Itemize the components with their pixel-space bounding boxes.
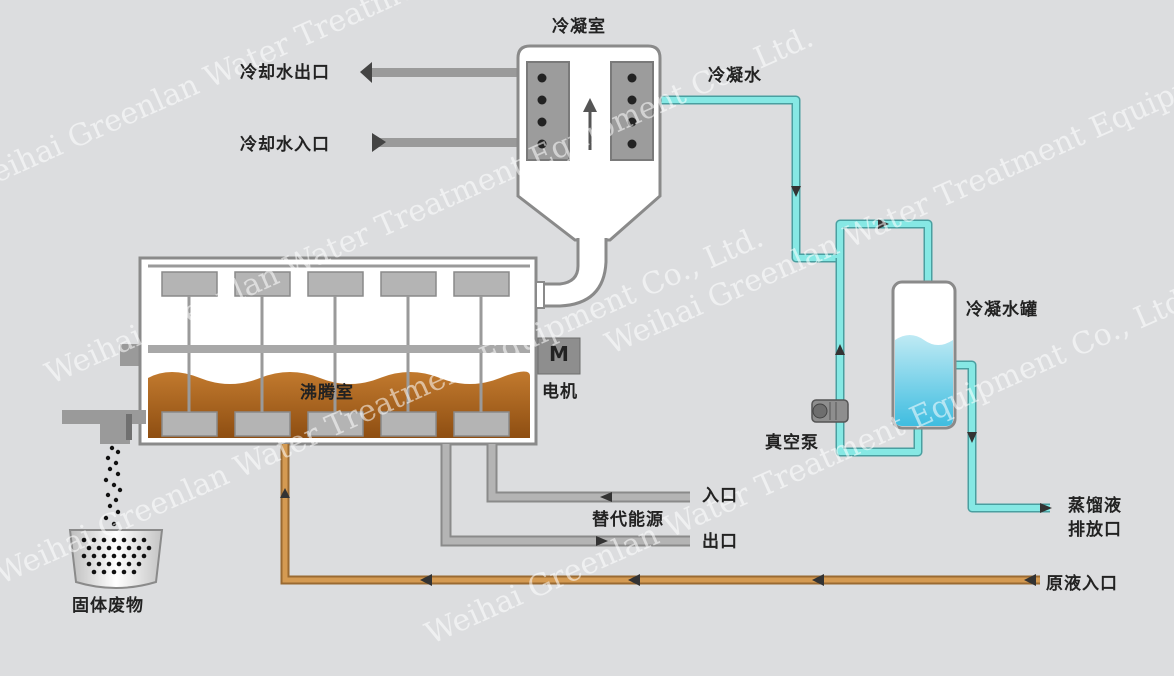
cooling-water-inlet-label: 冷却水入口 — [240, 135, 330, 155]
condensate-tank — [891, 280, 957, 430]
condensate-tank-label: 冷凝水罐 — [966, 300, 1038, 320]
motor-symbol: M — [549, 342, 570, 366]
falling-solids — [103, 445, 123, 527]
solid-waste-bucket — [68, 529, 164, 589]
outlet-label: 出口 — [702, 532, 738, 552]
cooling-water-outlet-label: 冷却水出口 — [240, 63, 330, 83]
vapour-duct — [538, 238, 608, 308]
condensate-pipe — [660, 95, 1052, 513]
energy-pipes — [440, 444, 690, 547]
raw-liquid-inlet-label: 原液入口 — [1046, 574, 1118, 594]
boiling-chamber — [120, 256, 545, 446]
vacuum-pump-label: 真空泵 — [765, 433, 819, 453]
discharge-nozzle — [62, 410, 146, 444]
inlet-label: 入口 — [702, 486, 738, 506]
alternative-energy-label: 替代能源 — [592, 510, 664, 530]
cooling-water-pipes — [360, 62, 522, 152]
condenser-room-label: 冷凝室 — [552, 17, 606, 37]
distillate-discharge-label: 蒸馏液 — [1068, 496, 1122, 516]
raw-liquid-pipe — [280, 444, 1040, 586]
motor-label: 电机 — [542, 382, 578, 402]
vacuum-pump — [811, 399, 849, 423]
condenser-room — [516, 44, 662, 242]
distillate-discharge-label: 排放口 — [1068, 520, 1122, 540]
condensate-water-label: 冷凝水 — [708, 66, 762, 86]
solid-waste-label: 固体废物 — [72, 596, 144, 616]
motor-box — [537, 337, 581, 375]
boiling-chamber-label: 沸腾室 — [300, 383, 354, 403]
